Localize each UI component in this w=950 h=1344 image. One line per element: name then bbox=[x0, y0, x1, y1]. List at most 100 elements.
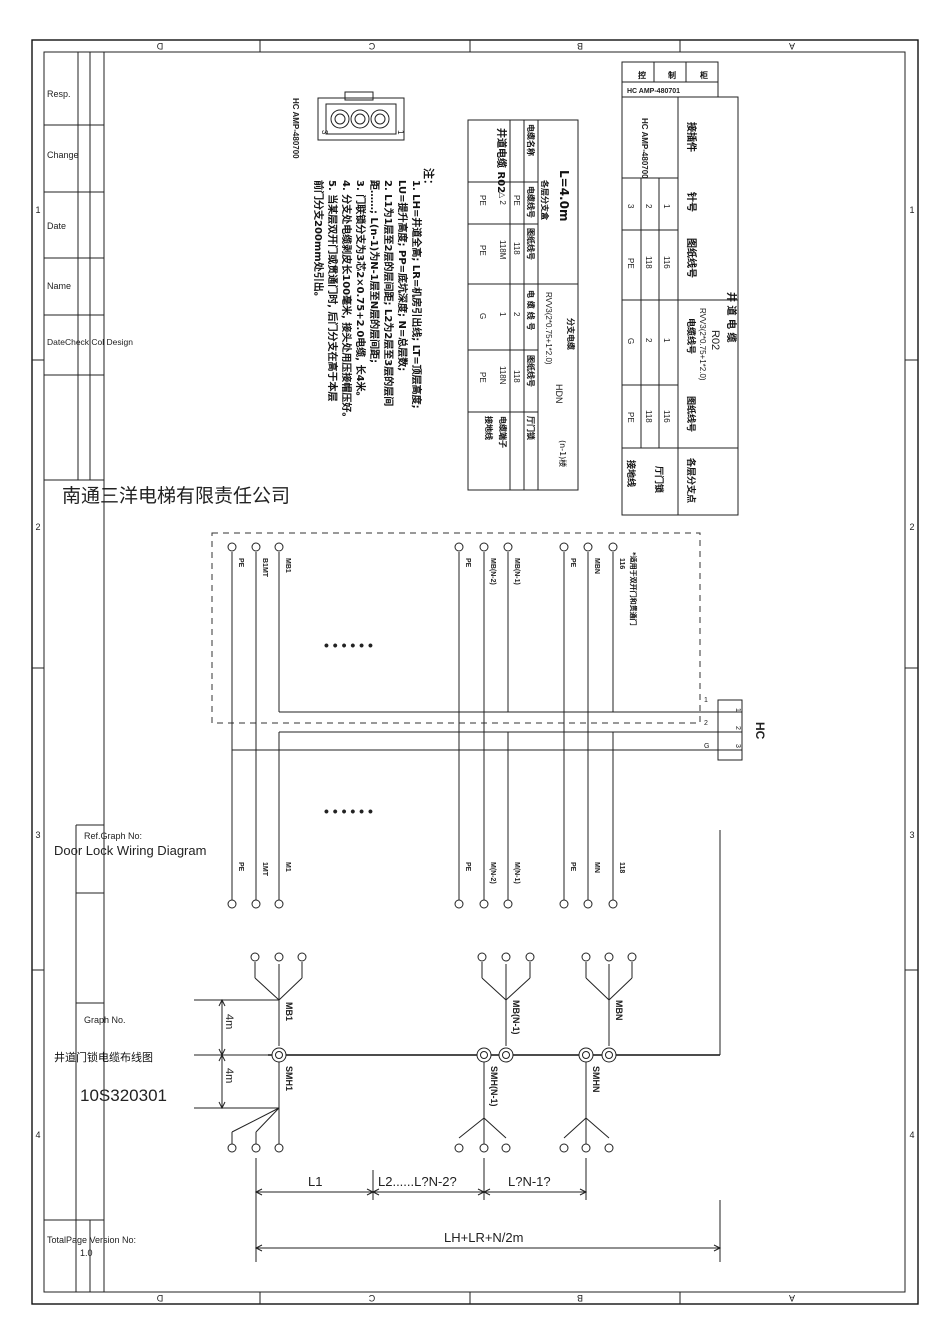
notes-block: 注： 1. LH=井道全高; LR=机房引出线; LT=顶层高度; LU=提升高… bbox=[312, 168, 436, 422]
company-name: 南通三洋电梯有限责任公司 bbox=[62, 485, 290, 507]
row-label-left-2: 2 bbox=[35, 522, 40, 532]
connector-drawing bbox=[317, 91, 405, 141]
name-label: Name bbox=[47, 281, 71, 291]
table-left-r4c4: G bbox=[478, 313, 487, 319]
notes-heading: 注： bbox=[422, 168, 436, 190]
table-left-r2c3: 118 bbox=[512, 242, 521, 255]
table-left-r2c2: PE bbox=[512, 195, 521, 206]
upper-g3-mbn: MBN bbox=[593, 558, 600, 574]
table-left-r3c6: 接地线 bbox=[484, 416, 494, 440]
table-right-hoistway-spec: RVV3(2*0.75+1*2.0) bbox=[698, 308, 707, 381]
table-right-pin-2: 2 bbox=[644, 204, 653, 209]
row-label-right-1: 1 bbox=[909, 205, 914, 215]
table-left-r4c3: PE bbox=[478, 245, 487, 256]
branch-bottom-smh1: SMH1 bbox=[284, 1066, 294, 1091]
upper-ellipsis: • • • • • • bbox=[324, 637, 373, 653]
col-label-bottom-3: B bbox=[577, 1293, 583, 1303]
upper-wiring bbox=[211, 532, 743, 909]
control-cabinet-2: 制 bbox=[668, 70, 676, 80]
note-item-5: 3. 门联锁分支为3芯2×0.75+2.0电缆, 长4米。 bbox=[354, 180, 367, 402]
table-left-r3c5: 118N bbox=[498, 366, 507, 385]
span-total: LH+LR+N/2m bbox=[444, 1230, 523, 1245]
upper-connector-pin-1: 1 bbox=[734, 708, 741, 712]
upper-g2-pe: PE bbox=[464, 558, 471, 568]
col-label-bottom-2: C bbox=[368, 1293, 375, 1303]
connector-pin-3: 3 bbox=[320, 130, 329, 135]
lower-g3-pe: PE bbox=[569, 862, 576, 872]
table-right-hoistway-id: R02 bbox=[709, 330, 721, 350]
row-label-left-1: 1 bbox=[35, 205, 40, 215]
table-left-r3c4: 1 bbox=[498, 312, 507, 317]
span-ln1: L?N-1? bbox=[508, 1174, 551, 1189]
graph-no-label: Graph No. bbox=[84, 1015, 126, 1025]
outer-frame bbox=[31, 39, 919, 1305]
upper-connector-label: HC bbox=[753, 722, 767, 740]
branch-table-right bbox=[621, 61, 739, 516]
row-label-right-2: 2 bbox=[909, 522, 914, 532]
note-item-7: 5. 当某层双开门或贯通门时, 后门分支在高于本层 bbox=[326, 180, 339, 402]
lower-g1-pe: PE bbox=[237, 862, 244, 872]
col-label-top-1: D bbox=[156, 41, 163, 51]
connector-pin-1: 1 bbox=[396, 130, 405, 135]
table-right-pin-3: 3 bbox=[626, 204, 635, 209]
total-page-version-label: TotalPage Version No: bbox=[47, 1235, 136, 1245]
note-item-8: 前门分支200mm处引出。 bbox=[312, 180, 325, 302]
table-right-drawing-header-2: 图纸线号 bbox=[685, 396, 697, 432]
table-right-drawing2-1: 116 bbox=[662, 410, 671, 423]
note-item-2: LU=提升高度; PP=底坑深度; N=总层数; bbox=[396, 180, 409, 371]
table-right-drawing-1: 116 bbox=[662, 256, 671, 269]
table-left-r3c2: △ 2 bbox=[498, 192, 507, 205]
version-value: 1.0 bbox=[80, 1248, 93, 1258]
table-left-r4c2: PE bbox=[478, 195, 487, 206]
lower-g3-118: 118 bbox=[618, 862, 625, 873]
col-label-bottom-1: D bbox=[156, 1293, 163, 1303]
frame-labels: D C B A D C B A 1 2 3 4 1 2 3 4 bbox=[35, 41, 914, 1303]
table-left-cable-name: 井道电缆 R02 bbox=[495, 128, 508, 193]
note-item-6: 4. 分支处电缆剥皮长100毫米, 接头处用压接帽压好。 bbox=[340, 180, 353, 422]
dim-bottom-4m: 4m bbox=[223, 1068, 235, 1083]
date-check-design-label: DateCheck Col Design bbox=[47, 337, 133, 347]
branch-diagram bbox=[194, 830, 722, 1262]
table-left-r1c3: 图纸线号 bbox=[526, 228, 536, 260]
span-l1: L1 bbox=[308, 1174, 322, 1189]
table-left-floor: (n-1)楼 bbox=[558, 440, 568, 467]
upper-side-label-1: 1 bbox=[704, 697, 708, 704]
branch-bottom-smhn: SMHN bbox=[591, 1066, 601, 1093]
control-cabinet-model: HC AMP-480701 bbox=[627, 88, 680, 95]
table-right-pin-header: 针号 bbox=[685, 192, 698, 212]
table-left-r4c5: PE bbox=[478, 372, 487, 383]
col-label-top-3: B bbox=[577, 41, 583, 51]
branch-bottom-smhn1: SMH(N-1) bbox=[489, 1066, 499, 1107]
note-item-1: 1. LH=井道全高; LR=机房引出线; LT=顶层高度; bbox=[410, 180, 423, 409]
table-left-branch-header: 分支电缆 bbox=[566, 318, 576, 350]
table-right-hoistway: 井 道 电 缆 bbox=[725, 292, 738, 342]
lower-ellipsis: • • • • • • bbox=[324, 803, 373, 819]
table-left-r1c5: 图纸线号 bbox=[526, 355, 536, 387]
table-right-drawing2-3: PE bbox=[626, 412, 635, 423]
control-cabinet-1: 控 bbox=[638, 70, 646, 80]
note-item-4: 距……; L(n-1)为N-1层至N层的层间距; bbox=[368, 180, 381, 363]
table-right-cable-2: 2 bbox=[644, 338, 653, 343]
table-right-cable-3: G bbox=[626, 338, 635, 344]
table-left-branch-model: HDN bbox=[554, 384, 564, 404]
table-right-connector-col: 接插件 bbox=[685, 122, 698, 152]
lower-g2-mn1: M(N-1) bbox=[513, 862, 520, 884]
upper-g3-pe: PE bbox=[569, 558, 576, 568]
row-label-left-4: 4 bbox=[35, 1130, 40, 1140]
upper-g1-pe: PE bbox=[237, 558, 244, 568]
upper-connector-pin-2: 2 bbox=[734, 726, 741, 730]
lower-g1-1mt: 1MT bbox=[261, 862, 268, 877]
upper-side-label-2: 2 bbox=[704, 720, 708, 727]
upper-g1-mb1: MB1 bbox=[284, 558, 291, 573]
table-right-drawing-3: PE bbox=[626, 258, 635, 269]
col-label-bottom-4: A bbox=[789, 1293, 795, 1303]
lower-g2-pe: PE bbox=[464, 862, 471, 872]
control-cabinet-3: 柜 bbox=[699, 70, 708, 80]
resp-label: Resp. bbox=[47, 89, 71, 99]
table-left-r1c1: 电缆名称 bbox=[526, 124, 536, 156]
lower-g3-mn: MN bbox=[593, 862, 600, 873]
table-right-bottom-2: 厅门锁 bbox=[653, 466, 665, 493]
span-l2: L2......L?N-2? bbox=[378, 1174, 457, 1189]
table-left-group-header: 各层分支盒 bbox=[540, 179, 550, 221]
graph-number: 10S320301 bbox=[80, 1086, 167, 1105]
